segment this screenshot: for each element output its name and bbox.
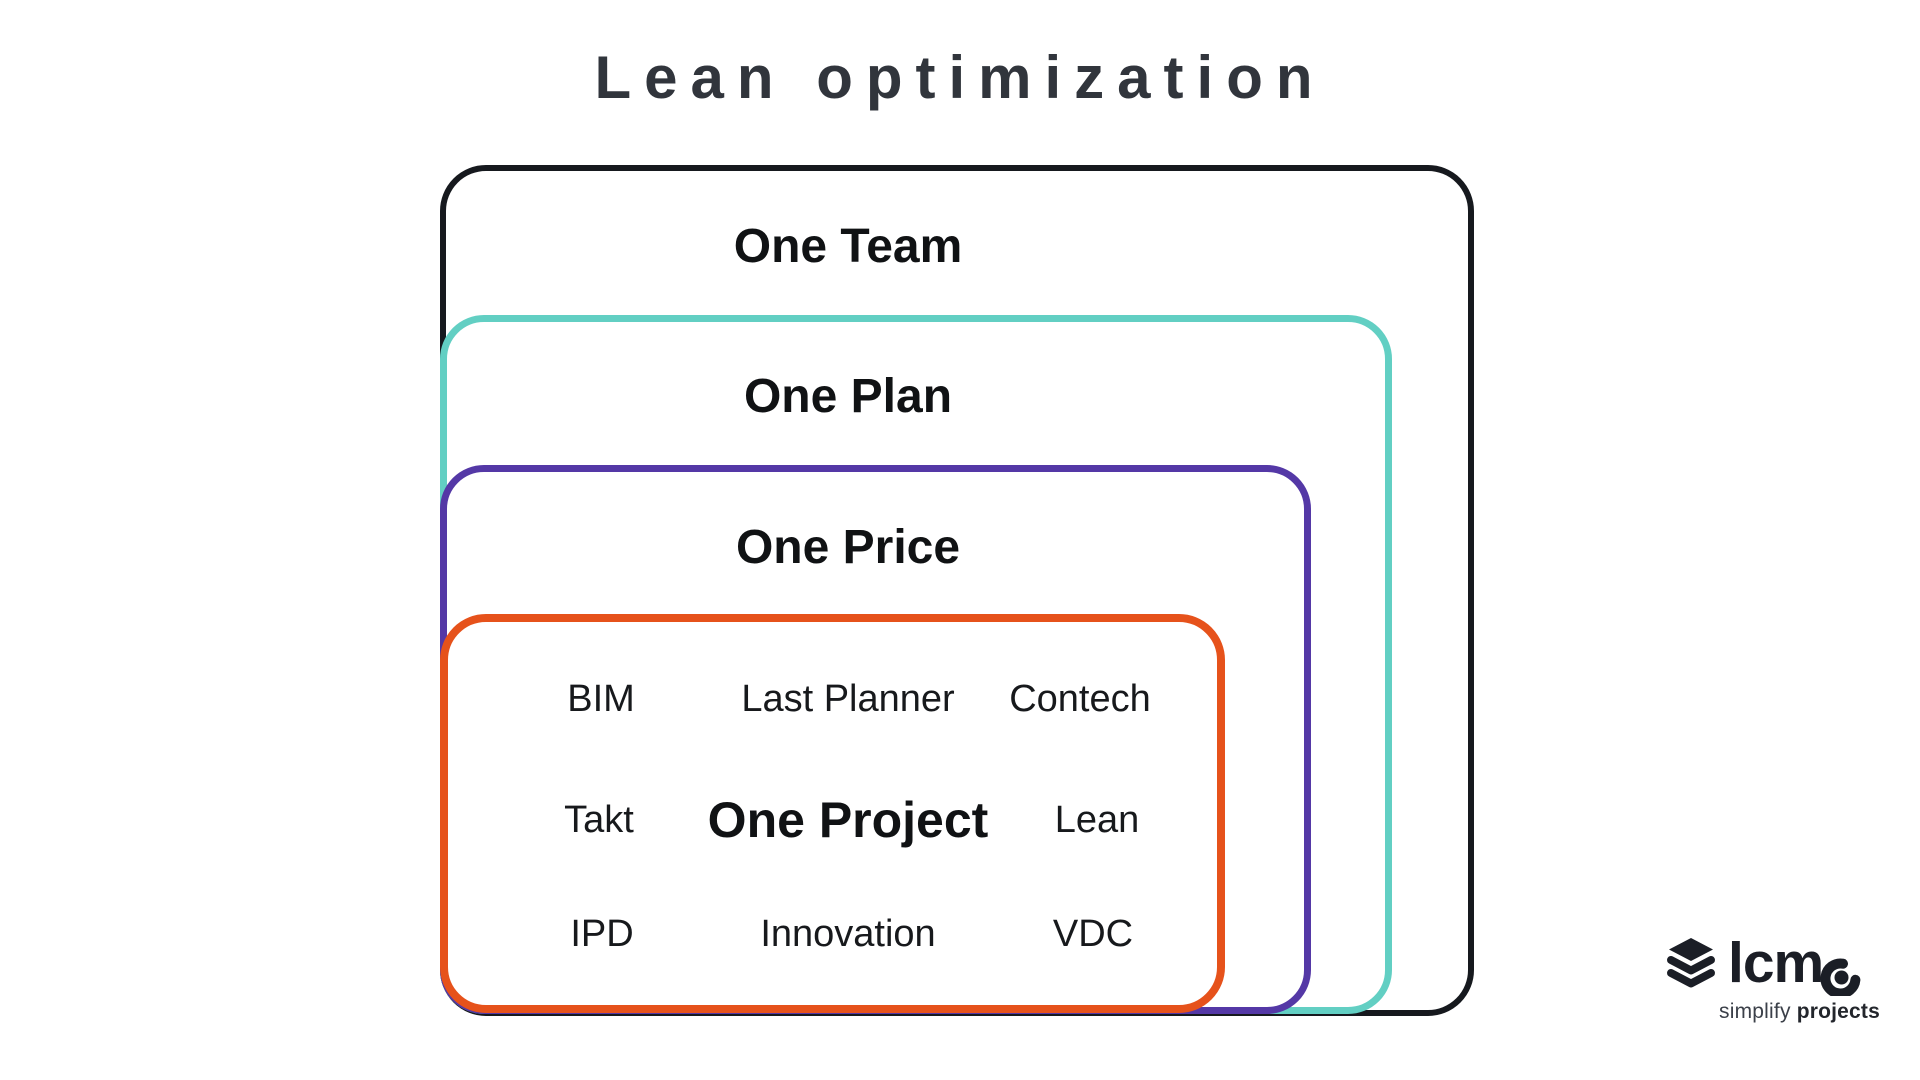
logo-tagline: simplify projects	[1660, 1000, 1880, 1024]
wordmark-letters: lcm	[1728, 931, 1823, 995]
tagline-projects: projects	[1796, 1000, 1880, 1023]
page-title: Lean optimization	[594, 44, 1326, 111]
wordmark-d-glyph	[1820, 958, 1861, 996]
ring-label-one-team: One Team	[733, 220, 963, 273]
term-contech: Contech	[1009, 678, 1151, 720]
term-ipd: IPD	[570, 913, 634, 955]
lcmd-wordmark: lcm	[1667, 931, 1861, 996]
term-innovation: Innovation	[760, 913, 936, 955]
ring-label-one-price: One Price	[735, 521, 961, 574]
term-lean: Lean	[1054, 799, 1140, 841]
ring-label-one-project: One Project	[707, 792, 989, 848]
ring-label-one-plan: One Plan	[743, 370, 953, 423]
layers-stack-icon	[1667, 938, 1715, 988]
tagline-simplify: simplify	[1719, 1000, 1791, 1023]
term-last-planner: Last Planner	[741, 678, 955, 720]
term-bim: BIM	[567, 678, 635, 720]
lcmd-logo: lcm simplify projects	[1660, 916, 1892, 1036]
term-vdc: VDC	[1052, 913, 1134, 955]
term-takt: Takt	[564, 799, 634, 841]
ring-one-project	[440, 614, 1225, 1013]
